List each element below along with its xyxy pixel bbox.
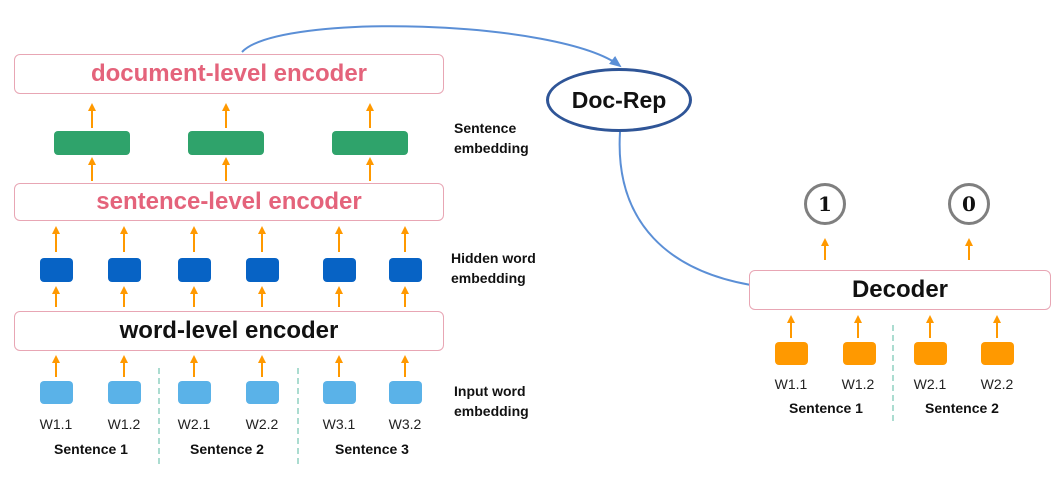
doc-rep-node: Doc-Rep [546, 68, 692, 132]
hidden-word-embedding-label-line1: Hidden word [451, 250, 536, 266]
left-word-label: W1.1 [39, 416, 73, 432]
hidden-word-embedding-2 [108, 258, 141, 282]
document-level-encoder: document-level encoder [14, 54, 444, 94]
input-word-embedding-4 [246, 381, 279, 404]
hidden-word-embedding-1 [40, 258, 73, 282]
encoder-to-docrep-arrow [241, 25, 622, 68]
input-word-embedding-5 [323, 381, 356, 404]
word-level-encoder: word-level encoder [14, 311, 444, 351]
input-word-embedding-label-line2: embedding [454, 403, 529, 419]
decoder-input-2 [843, 342, 876, 365]
left-word-label: W2.1 [177, 416, 211, 432]
docrep-to-decoder-arrow [618, 131, 786, 294]
sentence-level-encoder: sentence-level encoder [14, 183, 444, 221]
right-word-label: W1.1 [774, 376, 808, 392]
right-word-label: W2.2 [980, 376, 1014, 392]
sentence-embedding-label-line2: embedding [454, 140, 529, 156]
hidden-word-embedding-4 [246, 258, 279, 282]
input-word-embedding-label-line1: Input word [454, 383, 526, 399]
left-sentence-label: Sentence 3 [335, 441, 409, 457]
output-circle-2: 0 [948, 183, 990, 225]
hidden-word-embedding-label-line2: embedding [451, 270, 526, 286]
decoder-input-4 [981, 342, 1014, 365]
sentence-separators [158, 325, 894, 466]
output-circle-1: 1 [804, 183, 846, 225]
right-word-label: W1.2 [841, 376, 875, 392]
sentence-embedding-1 [54, 131, 130, 155]
sentence-embedding-label: Sentence embedding [454, 118, 529, 158]
decoder-input-1 [775, 342, 808, 365]
right-sentence-label: Sentence 2 [925, 400, 999, 416]
left-word-label: W3.2 [388, 416, 422, 432]
input-word-embedding-label: Input word embedding [454, 381, 529, 421]
upward-arrows [52, 103, 1001, 377]
sentence-embedding-label-line1: Sentence [454, 120, 517, 136]
input-word-embedding-2 [108, 381, 141, 404]
left-sentence-label: Sentence 1 [54, 441, 128, 457]
input-word-embedding-6 [389, 381, 422, 404]
left-word-label: W1.2 [107, 416, 141, 432]
sentence-embedding-3 [332, 131, 408, 155]
hidden-word-embedding-6 [389, 258, 422, 282]
input-word-embedding-3 [178, 381, 211, 404]
decoder: Decoder [749, 270, 1051, 310]
right-word-label: W2.1 [913, 376, 947, 392]
left-sentence-label: Sentence 2 [190, 441, 264, 457]
left-word-label: W2.2 [245, 416, 279, 432]
hidden-word-embedding-label: Hidden word embedding [451, 248, 536, 288]
hidden-word-embedding-3 [178, 258, 211, 282]
hidden-word-embedding-5 [323, 258, 356, 282]
input-word-embedding-1 [40, 381, 73, 404]
decoder-input-3 [914, 342, 947, 365]
left-word-label: W3.1 [322, 416, 356, 432]
right-sentence-label: Sentence 1 [789, 400, 863, 416]
sentence-embedding-2 [188, 131, 264, 155]
